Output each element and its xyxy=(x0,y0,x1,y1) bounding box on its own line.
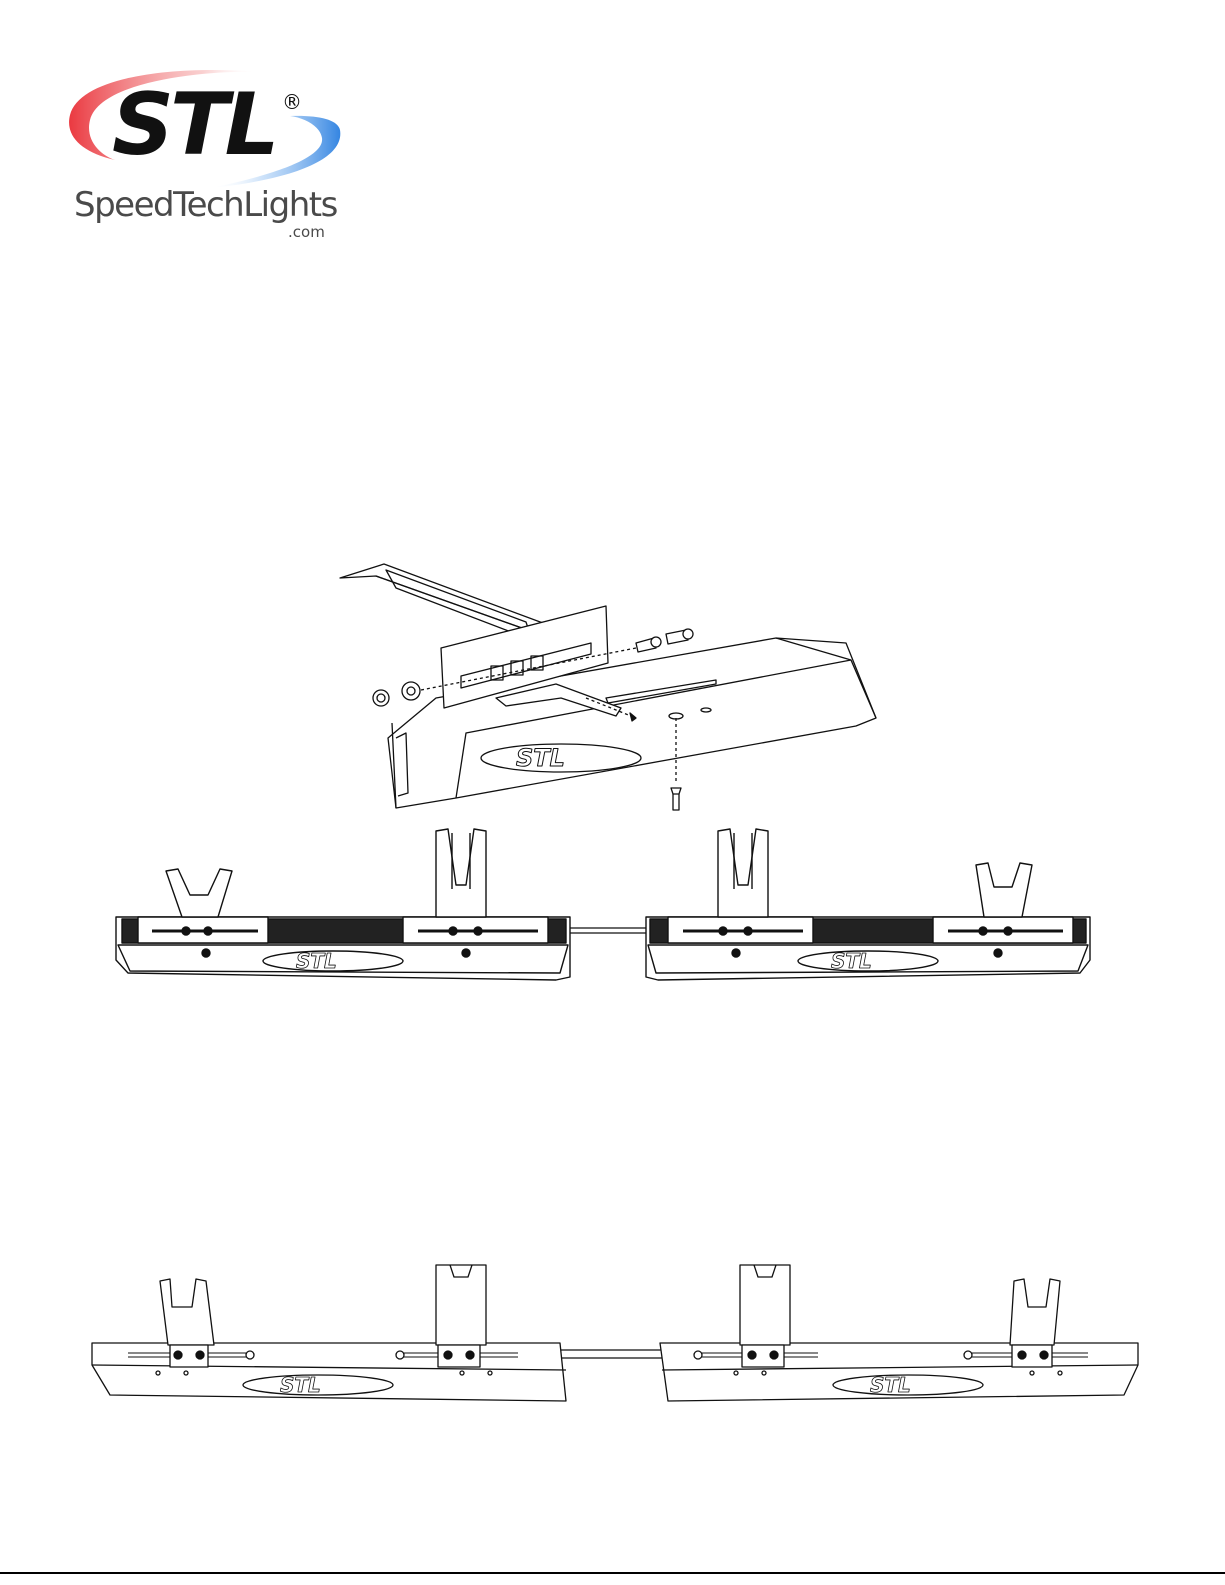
light-bar-pair-front-view-icon: STL STL xyxy=(108,825,1103,1010)
registered-mark: ® xyxy=(282,90,302,114)
assembly-front-figure: STL STL xyxy=(108,825,1103,1010)
stl-logo: STL ® SpeedTechLights .com xyxy=(60,60,350,245)
svg-text:STL: STL xyxy=(280,1373,321,1397)
svg-text:STL: STL xyxy=(516,744,565,772)
svg-text:STL: STL xyxy=(831,949,872,973)
assembly-rear-figure: STL STL xyxy=(88,1255,1148,1405)
svg-text:STL: STL xyxy=(296,949,337,973)
logo-wordmark: STL xyxy=(112,82,275,168)
svg-text:STL: STL xyxy=(870,1373,911,1397)
logo-domain: .com xyxy=(288,223,325,241)
footer-rule xyxy=(0,1572,1225,1574)
bracket-detail-exploded-view-icon: STL xyxy=(336,548,886,813)
light-bar-pair-rear-view-icon: STL STL xyxy=(88,1255,1148,1405)
bracket-detail-figure: STL xyxy=(336,548,886,813)
logo-subtitle: SpeedTechLights xyxy=(74,188,337,222)
